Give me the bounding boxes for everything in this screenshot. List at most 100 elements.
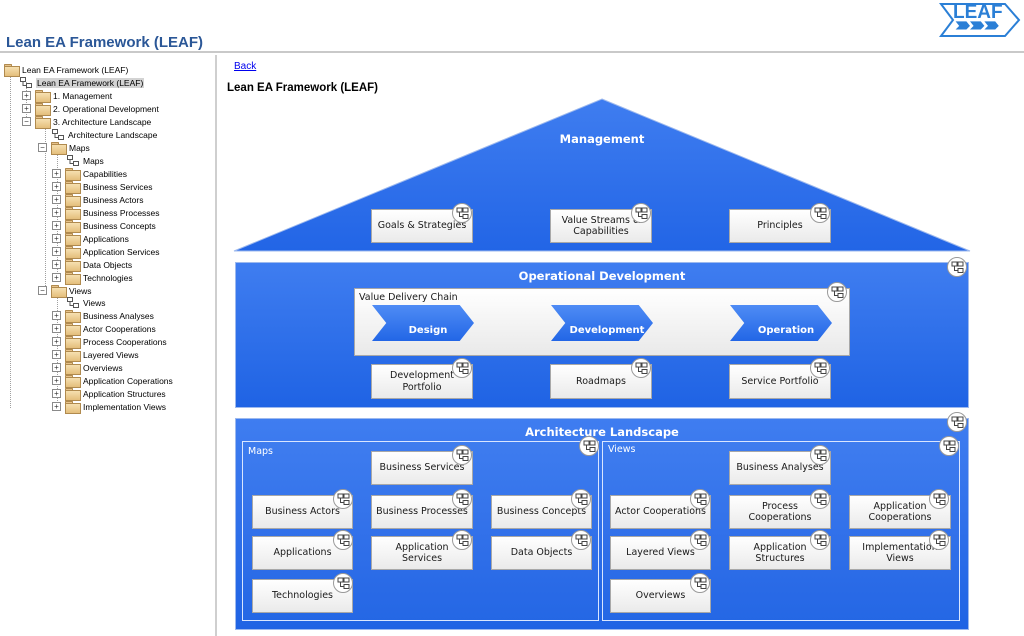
diagram-title: Lean EA Framework (LEAF) (227, 82, 379, 94)
tree-item-architecture-diagram[interactable]: Architecture Landscape (52, 128, 157, 141)
expand-icon[interactable]: + (52, 389, 61, 398)
tree-root[interactable]: Lean EA Framework (LEAF) (4, 63, 128, 77)
tree-item-implementation-views[interactable]: +Implementation Views (52, 400, 166, 414)
folder-icon (65, 259, 81, 272)
folder-icon (65, 194, 81, 207)
diagram-link-icon[interactable] (452, 203, 472, 223)
expand-icon[interactable]: + (52, 311, 61, 320)
diagram-link-icon[interactable] (810, 203, 830, 223)
diagram-link-icon[interactable] (690, 489, 710, 509)
diagram-icon (67, 297, 79, 308)
tree-item-business-processes[interactable]: +Business Processes (52, 206, 160, 220)
maps-group-label: Maps (248, 446, 273, 457)
folder-icon (65, 246, 81, 259)
diagram-icon (67, 155, 79, 166)
application-cooperations-box[interactable]: Application Cooperations (849, 495, 951, 529)
diagram-link-icon[interactable] (452, 530, 472, 550)
expand-icon[interactable]: + (52, 195, 61, 204)
diagram-link-icon[interactable] (571, 489, 591, 509)
tree-item-maps-diagram[interactable]: Maps (67, 154, 104, 167)
tree-item-layered-views[interactable]: +Layered Views (52, 348, 139, 362)
diagram-link-icon[interactable] (939, 436, 959, 456)
diagram-link-icon[interactable] (452, 358, 472, 378)
chain-development[interactable]: Development (551, 305, 653, 341)
expand-icon[interactable]: + (52, 208, 61, 217)
diagram-link-icon[interactable] (947, 257, 967, 277)
tree-root-diagram[interactable]: Lean EA Framework (LEAF) (20, 76, 145, 89)
tree-item-business-concepts[interactable]: +Business Concepts (52, 219, 156, 233)
expand-icon[interactable]: + (52, 182, 61, 191)
roadmaps-box[interactable]: Roadmaps (550, 364, 652, 399)
diagram-link-icon[interactable] (810, 489, 830, 509)
diagram-link-icon[interactable] (947, 412, 967, 432)
collapse-icon[interactable]: − (22, 117, 31, 126)
tree-item-application-services[interactable]: +Application Services (52, 245, 160, 259)
tree-item-management[interactable]: + 1. Management (22, 89, 112, 103)
diagram-link-icon[interactable] (810, 530, 830, 550)
diagram-link-icon[interactable] (452, 489, 472, 509)
tree-item-application-coperations[interactable]: +Application Coperations (52, 374, 173, 388)
diagram-link-icon[interactable] (827, 282, 847, 302)
diagram-link-icon[interactable] (452, 445, 472, 465)
model-tree[interactable]: Lean EA Framework (LEAF) Lean EA Framewo… (0, 55, 217, 636)
folder-icon (65, 181, 81, 194)
tree-item-process-cooperations[interactable]: +Process Cooperations (52, 335, 167, 349)
chain-design[interactable]: Design (372, 305, 474, 341)
tree-item-data-objects[interactable]: +Data Objects (52, 258, 132, 272)
diagram-link-icon[interactable] (333, 489, 353, 509)
expand-icon[interactable]: + (22, 91, 31, 100)
tree-item-views-diagram[interactable]: Views (67, 296, 106, 309)
chain-operation[interactable]: Operation (730, 305, 832, 341)
tree-item-views[interactable]: − Views (38, 284, 92, 298)
diagram-link-icon[interactable] (579, 436, 599, 456)
tree-item-applications[interactable]: +Applications (52, 232, 129, 246)
views-group-label: Views (608, 444, 636, 455)
tree-item-business-analyses[interactable]: +Business Analyses (52, 309, 154, 323)
expand-icon[interactable]: + (52, 376, 61, 385)
tree-item-overviews[interactable]: +Overviews (52, 361, 123, 375)
tree-item-operational[interactable]: + 2. Operational Development (22, 102, 159, 116)
app-title: Lean EA Framework (LEAF) (6, 34, 203, 51)
folder-icon (65, 220, 81, 233)
expand-icon[interactable]: + (52, 221, 61, 230)
folder-icon (65, 323, 81, 336)
diagram-link-icon[interactable] (690, 530, 710, 550)
tree-item-maps[interactable]: − Maps (38, 141, 90, 155)
diagram-icon (20, 77, 32, 88)
expand-icon[interactable]: + (52, 350, 61, 359)
tree-item-business-actors[interactable]: +Business Actors (52, 193, 143, 207)
goals-strategies-box[interactable]: Goals & Strategies (371, 209, 473, 243)
expand-icon[interactable]: + (22, 104, 31, 113)
tree-item-actor-cooperations[interactable]: +Actor Cooperations (52, 322, 156, 336)
tree-item-capabilities[interactable]: +Capabilities (52, 167, 127, 181)
tree-item-technologies[interactable]: +Technologies (52, 271, 133, 285)
tree-item-application-structures[interactable]: +Application Structures (52, 387, 166, 401)
expand-icon[interactable]: + (52, 234, 61, 243)
expand-icon[interactable]: + (52, 273, 61, 282)
business-actors-box[interactable]: Business Actors (252, 495, 353, 529)
expand-icon[interactable]: + (52, 247, 61, 256)
diagram-link-icon[interactable] (333, 530, 353, 550)
expand-icon[interactable]: + (52, 169, 61, 178)
collapse-icon[interactable]: − (38, 143, 47, 152)
diagram-link-icon[interactable] (810, 358, 830, 378)
diagram-link-icon[interactable] (631, 203, 651, 223)
expand-icon[interactable]: + (52, 363, 61, 372)
expand-icon[interactable]: + (52, 324, 61, 333)
diagram-link-icon[interactable] (810, 445, 830, 465)
tree-item-business-services[interactable]: +Business Services (52, 180, 152, 194)
diagram-link-icon[interactable] (631, 358, 651, 378)
expand-icon[interactable]: + (52, 337, 61, 346)
business-services-box[interactable]: Business Services (371, 451, 473, 485)
diagram-link-icon[interactable] (571, 530, 591, 550)
back-link[interactable]: Back (234, 61, 257, 72)
diagram-link-icon[interactable] (690, 573, 710, 593)
tree-item-architecture[interactable]: − 3. Architecture Landscape (22, 115, 151, 129)
architecture-title: Architecture Landscape (525, 425, 679, 439)
expand-icon[interactable]: + (52, 260, 61, 269)
diagram-link-icon[interactable] (929, 489, 949, 509)
diagram-link-icon[interactable] (929, 530, 949, 550)
diagram-link-icon[interactable] (333, 573, 353, 593)
expand-icon[interactable]: + (52, 402, 61, 411)
collapse-icon[interactable]: − (38, 286, 47, 295)
